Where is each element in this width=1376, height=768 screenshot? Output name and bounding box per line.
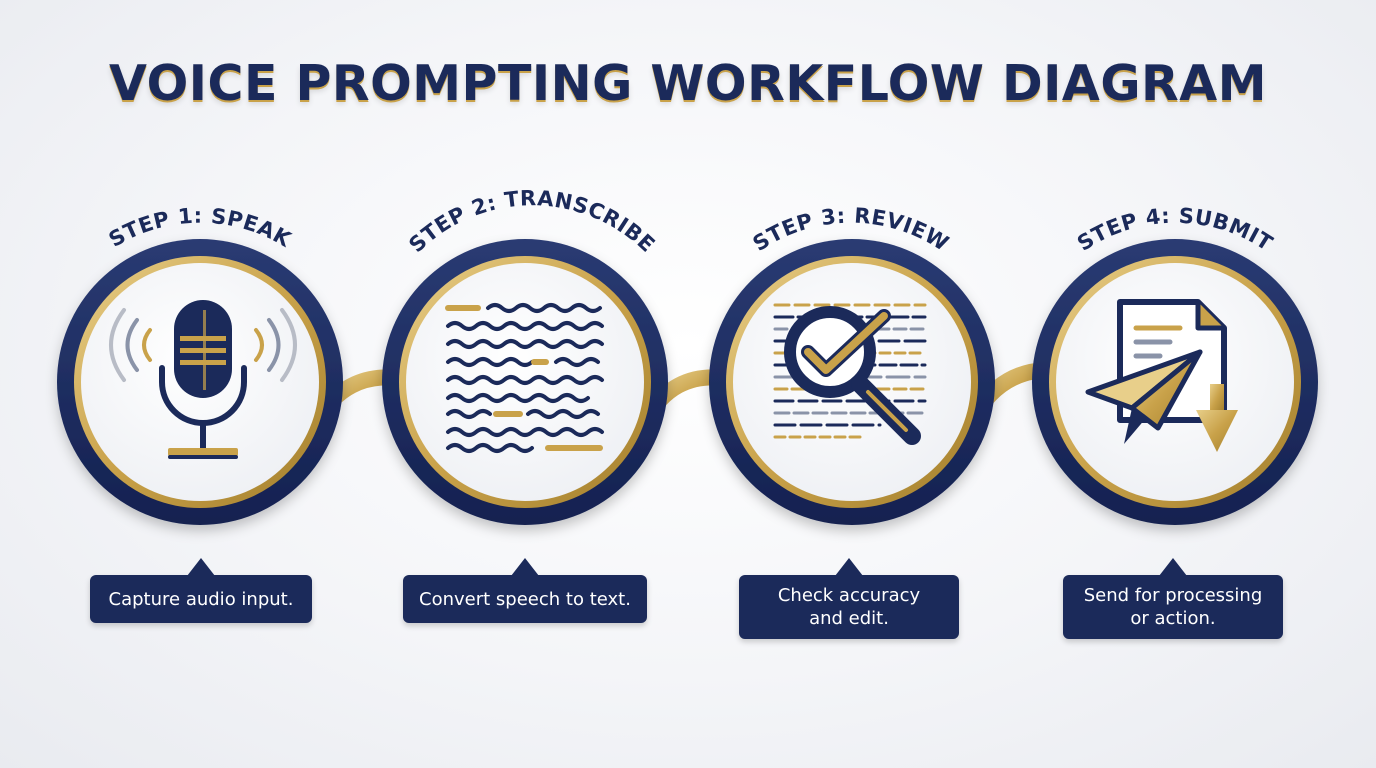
magnifier-check-icon bbox=[773, 303, 927, 445]
step-1-caption: Capture audio input. bbox=[90, 558, 312, 623]
step-2: STEP 2: TRANSCRIBE bbox=[382, 186, 668, 525]
step-2-caption: Convert speech to text. bbox=[403, 558, 647, 623]
step-4-caption: Send for processing or action. bbox=[1063, 558, 1283, 639]
step-3-caption: Check accuracy and edit. bbox=[739, 558, 959, 639]
step-3: STEP 3: REVIEW bbox=[709, 204, 995, 525]
paper-plane-document-icon bbox=[1085, 299, 1238, 452]
microphone-icon bbox=[109, 300, 297, 459]
diagram-title: VOICE PROMPTING WORKFLOW DIAGRAM bbox=[109, 55, 1267, 112]
step-4: STEP 4: SUBMIT bbox=[1032, 204, 1318, 525]
step-1: STEP 1: SPEAK bbox=[57, 204, 343, 525]
transcript-lines-icon bbox=[445, 303, 604, 453]
